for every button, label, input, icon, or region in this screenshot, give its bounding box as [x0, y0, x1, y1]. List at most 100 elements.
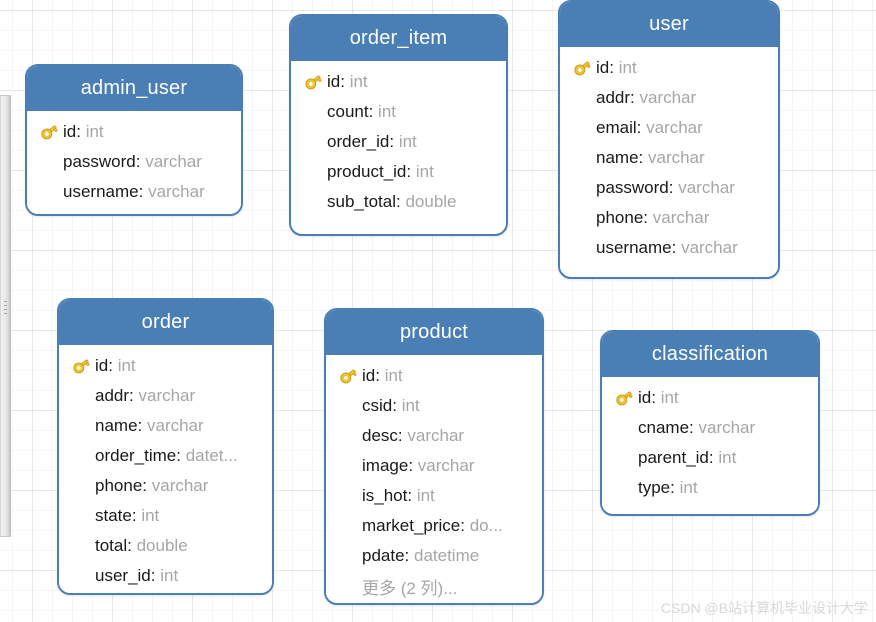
field-row[interactable]: cname: varchar — [602, 413, 818, 443]
field-name: state — [95, 506, 132, 525]
field-indent-slot — [568, 177, 596, 199]
field-name: market_price — [362, 516, 461, 535]
field-indent-slot — [334, 395, 362, 417]
field-type: int — [401, 396, 420, 415]
field-label: id: int — [63, 122, 104, 142]
field-separator: : — [651, 388, 661, 407]
field-row[interactable]: addr: varchar — [560, 83, 778, 113]
field-name: count — [327, 102, 369, 121]
field-separator: : — [392, 396, 402, 415]
field-type: int — [398, 132, 417, 151]
field-row[interactable]: email: varchar — [560, 113, 778, 143]
table-title-order_item[interactable]: order_item — [291, 16, 506, 61]
more-columns-row[interactable]: 更多 (2 列)... — [362, 578, 458, 598]
field-name: desc — [362, 426, 398, 445]
field-indent-slot — [334, 515, 362, 537]
field-name: id — [95, 356, 109, 375]
field-name: email — [596, 118, 637, 137]
field-row[interactable]: market_price: do... — [326, 511, 542, 541]
field-row[interactable]: is_hot: int — [326, 481, 542, 511]
field-indent-slot — [299, 131, 327, 153]
table-node-admin_user[interactable]: admin_user id: int password: varchar userna… — [25, 64, 243, 216]
field-row[interactable]: addr: varchar — [59, 381, 272, 411]
field-row[interactable]: id: int — [560, 53, 778, 83]
field-label: id: int — [327, 72, 368, 92]
field-label: image: varchar — [362, 456, 474, 476]
field-label: username: varchar — [596, 238, 738, 258]
field-name: phone — [596, 208, 644, 227]
field-row[interactable]: username: varchar — [27, 177, 241, 207]
field-type: int — [141, 506, 160, 525]
field-separator: : — [396, 192, 406, 211]
field-indent-slot — [610, 417, 638, 439]
primary-key-slot — [67, 355, 95, 377]
field-separator: : — [643, 208, 653, 227]
splitter-grip-handle[interactable] — [4, 301, 7, 315]
field-row[interactable]: csid: int — [326, 391, 542, 421]
field-row[interactable]: type: int — [602, 473, 818, 503]
table-title-product[interactable]: product — [326, 310, 542, 355]
field-row[interactable]: id: int — [326, 361, 542, 391]
field-row[interactable]: id: int — [27, 117, 241, 147]
field-type: int — [378, 102, 397, 121]
field-separator: : — [408, 456, 418, 475]
field-row[interactable]: total: double — [59, 531, 272, 561]
field-type: varchar — [646, 118, 703, 137]
field-row[interactable]: image: varchar — [326, 451, 542, 481]
field-row[interactable]: username: varchar — [560, 233, 778, 263]
field-label: addr: varchar — [596, 88, 696, 108]
field-row[interactable]: sub_total: double — [291, 187, 506, 217]
table-title-order[interactable]: order — [59, 300, 272, 345]
field-row[interactable]: name: varchar — [59, 411, 272, 441]
field-indent-slot — [568, 87, 596, 109]
left-panel-splitter[interactable] — [0, 95, 11, 537]
field-label: password: varchar — [63, 152, 202, 172]
field-indent-slot — [67, 505, 95, 527]
primary-key-slot — [568, 57, 596, 79]
table-title-admin_user[interactable]: admin_user — [27, 66, 241, 111]
field-label: order_time: datet... — [95, 446, 238, 466]
field-row[interactable]: phone: varchar — [560, 203, 778, 233]
field-name: name — [596, 148, 639, 167]
field-row[interactable]: phone: varchar — [59, 471, 272, 501]
key-icon — [305, 75, 322, 90]
field-type: varchar — [639, 88, 697, 107]
field-row[interactable]: parent_id: int — [602, 443, 818, 473]
field-row[interactable]: product_id: int — [291, 157, 506, 187]
watermark-text: CSDN @B站计算机毕业设计大学 — [660, 600, 868, 616]
primary-key-slot — [299, 71, 327, 93]
field-row[interactable]: user_id: int — [59, 561, 272, 591]
table-title-classification[interactable]: classification — [602, 332, 818, 377]
field-row[interactable]: password: varchar — [27, 147, 241, 177]
field-indent-slot — [67, 475, 95, 497]
field-name: id — [327, 72, 341, 91]
field-row[interactable]: password: varchar — [560, 173, 778, 203]
field-row[interactable]: count: int — [291, 97, 506, 127]
field-row[interactable]: id: int — [59, 351, 272, 381]
field-row[interactable]: name: varchar — [560, 143, 778, 173]
field-row[interactable]: id: int — [291, 67, 506, 97]
field-row[interactable]: order_id: int — [291, 127, 506, 157]
field-row[interactable]: state: int — [59, 501, 272, 531]
field-indent-slot — [299, 161, 327, 183]
field-type: datet... — [185, 446, 238, 465]
field-row[interactable]: pdate: datetime — [326, 541, 542, 571]
field-row[interactable]: desc: varchar — [326, 421, 542, 451]
field-indent-slot — [299, 191, 327, 213]
field-type: int — [416, 486, 435, 505]
field-label: market_price: do... — [362, 516, 503, 536]
field-name: name — [95, 416, 138, 435]
table-title-user[interactable]: user — [560, 2, 778, 47]
field-separator: : — [368, 102, 379, 121]
field-name: addr — [596, 88, 631, 107]
field-row[interactable]: id: int — [602, 383, 818, 413]
field-type: varchar — [407, 426, 465, 445]
field-row[interactable]: order_time: datet... — [59, 441, 272, 471]
